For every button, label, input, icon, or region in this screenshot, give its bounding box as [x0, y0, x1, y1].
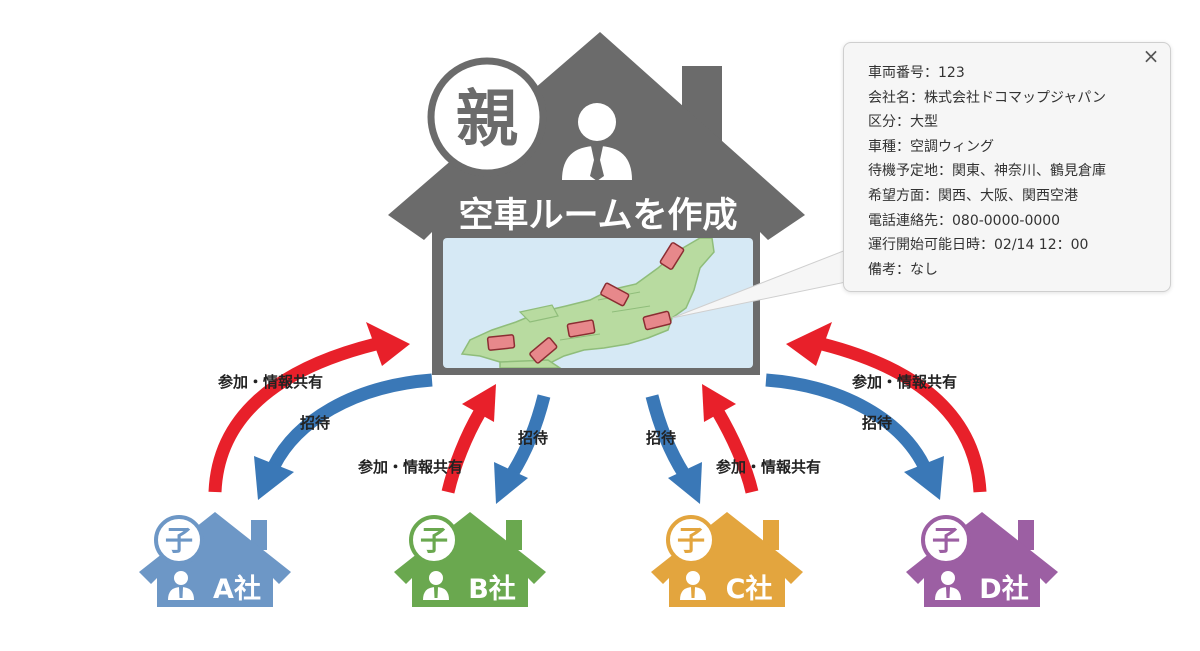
person-icon: [168, 571, 194, 600]
join-arrow-d: [820, 337, 987, 493]
invite-arrowhead-b: [494, 462, 528, 504]
popup-line: 区分：大型: [868, 114, 938, 131]
child-company-name: C社: [726, 573, 773, 605]
popup-line: 電話連絡先：080-0000-0000: [868, 212, 1061, 229]
join-arrowhead-c: [702, 384, 736, 422]
child-badge-circle: [409, 515, 459, 565]
truck-icon: [486, 334, 516, 351]
child-chimney: [763, 520, 779, 550]
child-chimney: [251, 520, 267, 550]
child-badge-text: 子: [420, 524, 448, 557]
join-arrowhead-a: [366, 322, 410, 366]
parent-house: 親 空車ルームを作成: [388, 32, 805, 375]
child-badge-text: 子: [165, 524, 193, 557]
person-icon: [680, 571, 706, 600]
join-arrow-b: [441, 408, 486, 494]
invite-arrow-c: [645, 394, 690, 478]
child-company-name: A社: [213, 573, 261, 605]
invite-arrow-b: [506, 394, 551, 478]
join-label-a: 参加・情報共有: [218, 373, 323, 391]
popup-line: 車種：空調ウィング: [868, 138, 994, 155]
child-badge-circle: [666, 515, 716, 565]
popup-line: 待機予定地：関東、神奈川、鶴見倉庫: [868, 163, 1106, 180]
invite-label-d: 招待: [862, 414, 892, 432]
join-arrow-c: [712, 408, 759, 494]
join-arrowhead-b: [462, 384, 496, 422]
child-chimney: [1018, 520, 1034, 550]
invite-label-b: 招待: [518, 429, 548, 447]
truck-icon: [642, 310, 672, 331]
invite-arrowhead-c: [668, 462, 702, 504]
popup-lines: 車両番号：123 会社名：株式会社ドコマップジャパン区分：大型車種：空調ウィング待…: [868, 61, 1106, 282]
join-label-c: 参加・情報共有: [716, 458, 821, 476]
join-label-b: 参加・情報共有: [358, 458, 463, 476]
parent-person-icon: [562, 103, 632, 181]
child-chimney: [506, 520, 522, 550]
child-company-name: D社: [979, 573, 1028, 605]
child-badge-text: 子: [932, 524, 960, 557]
truck-icon: [566, 319, 596, 338]
vehicle-info-popup: × 車両番号：123 会社名：株式会社ドコマップジャパン区分：大型車種：空調ウィン…: [843, 42, 1171, 292]
truck-icon: [600, 282, 630, 307]
person-icon: [935, 571, 961, 600]
child-house-b: 子 B社: [394, 512, 546, 607]
child-house-d: 子 D社: [906, 512, 1058, 607]
child-badge-text: 子: [677, 524, 705, 557]
invite-arrowhead-d: [904, 456, 944, 500]
close-icon[interactable]: ×: [1142, 44, 1160, 68]
parent-title: 空車ルームを作成: [459, 196, 738, 236]
popup-line: 備考：なし: [868, 261, 938, 278]
popup-line: 会社名：株式会社ドコマップジャパン: [868, 89, 1106, 106]
japan-map: [443, 238, 753, 368]
child-house-c: 子 C社: [651, 512, 803, 607]
invite-label-c: 招待: [646, 429, 676, 447]
child-badge-circle: [921, 515, 971, 565]
child-badge-circle: [154, 515, 204, 565]
parent-badge-text: 親: [456, 82, 518, 155]
join-label-d: 参加・情報共有: [852, 373, 957, 391]
join-arrowhead-d: [786, 322, 832, 366]
invite-arrow-a: [268, 373, 433, 470]
popup-line: 運行開始可能日時：02/14 12：00: [868, 237, 1089, 254]
child-company-name: B社: [468, 573, 516, 605]
invite-arrow-d: [765, 373, 930, 470]
arrows: [208, 322, 987, 504]
parent-badge-circle: [427, 57, 547, 177]
invite-arrowhead-a: [254, 456, 294, 500]
person-icon: [423, 571, 449, 600]
invite-label-a: 招待: [300, 414, 330, 432]
child-house-a: 子 A社: [139, 512, 291, 607]
truck-icon: [529, 337, 558, 364]
popup-line: 希望方面：関西、大阪、関西空港: [868, 187, 1078, 204]
popup-line: 車両番号：123: [868, 65, 965, 81]
join-arrow-a: [208, 337, 378, 493]
